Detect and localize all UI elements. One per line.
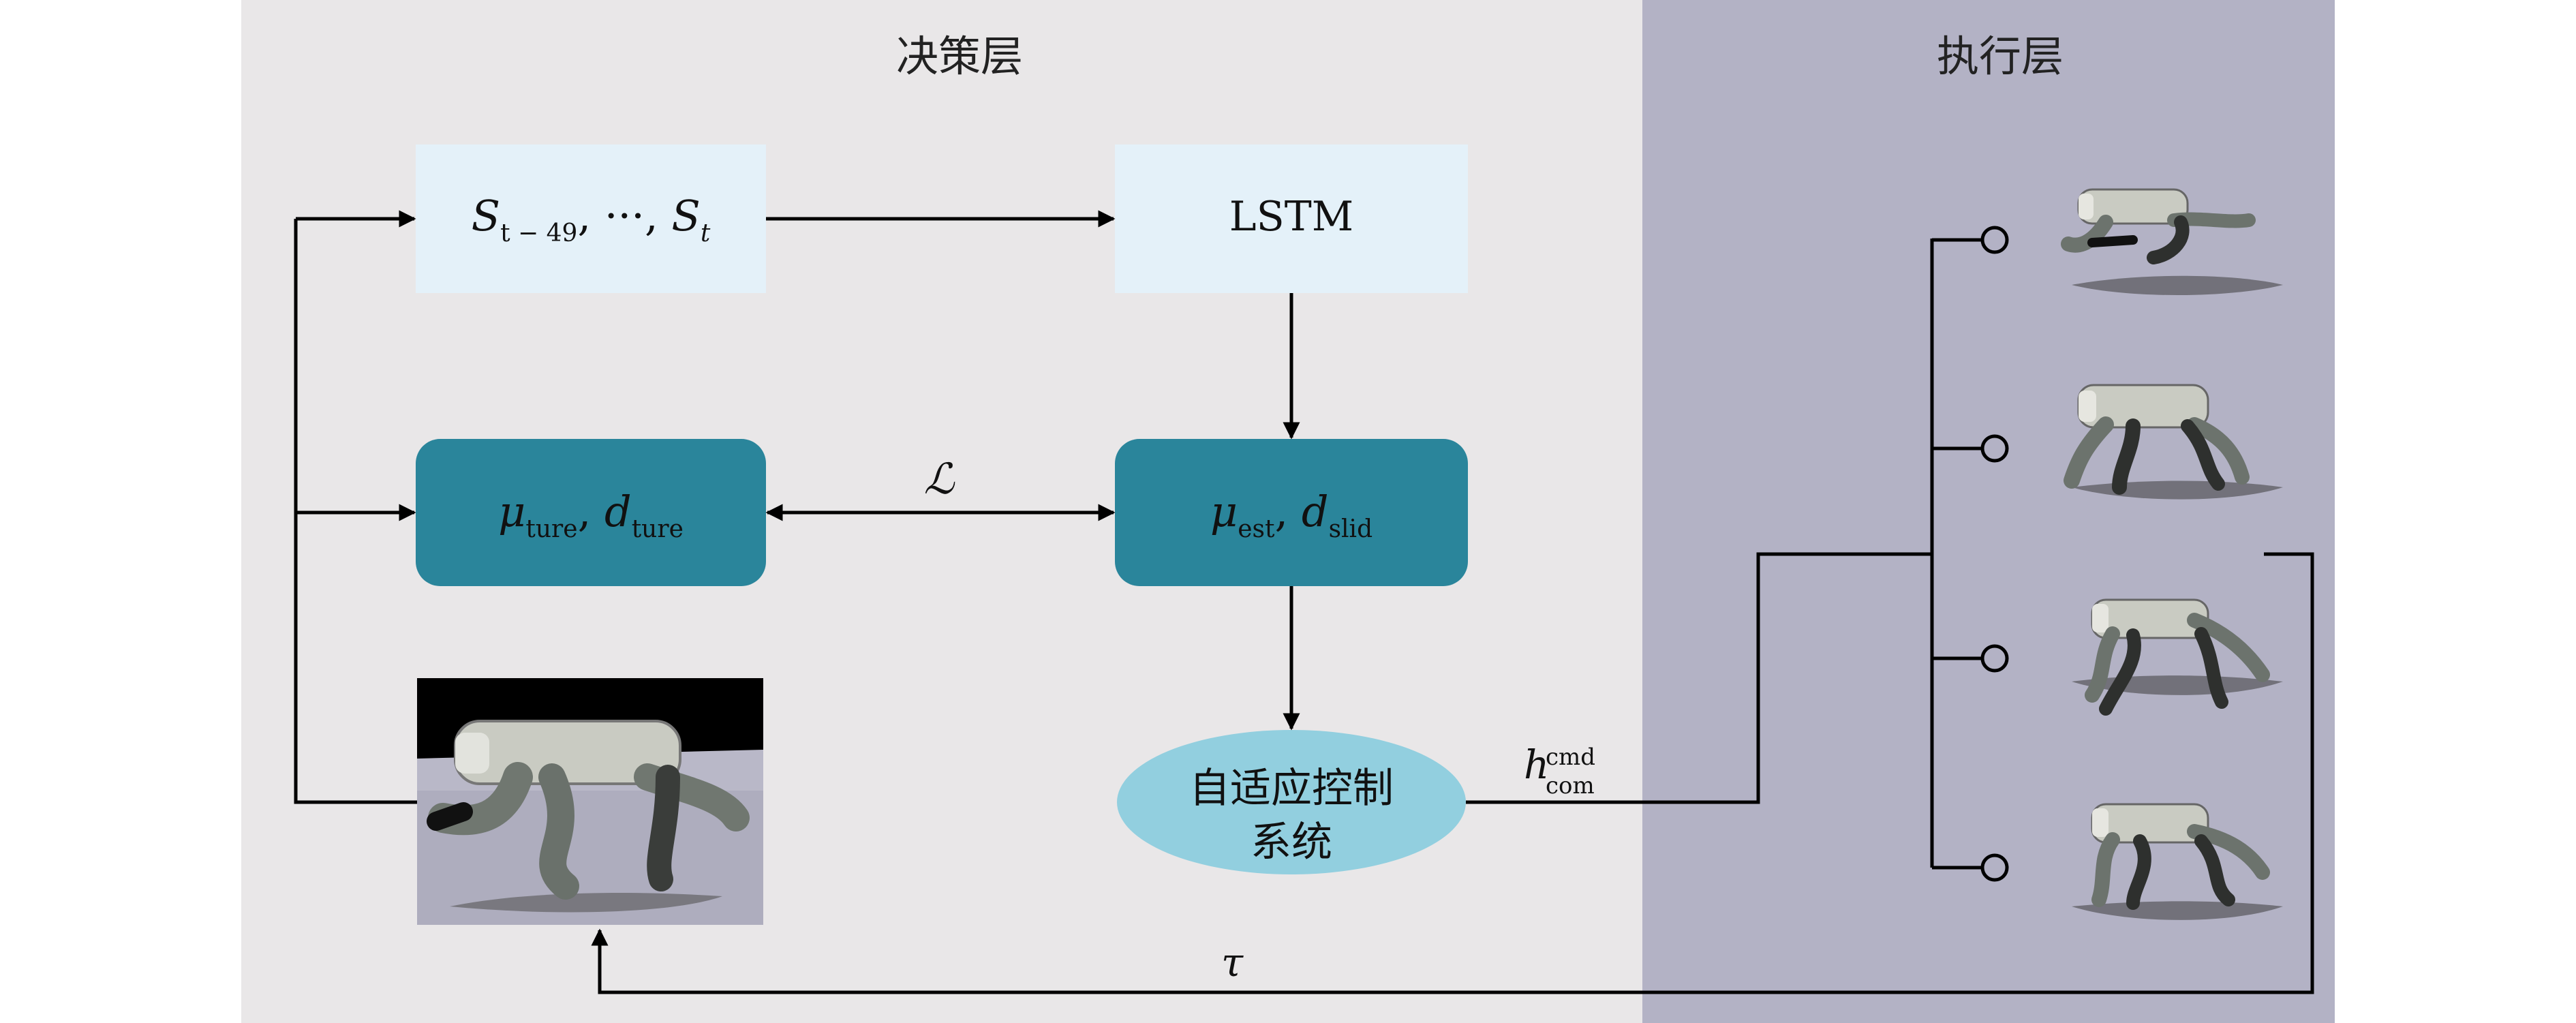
est-mu-symbol: μ <box>1210 487 1238 536</box>
robot-feedback-image <box>417 678 763 925</box>
lstm-label: LSTM <box>1229 193 1353 241</box>
state-separator: , ···, <box>577 191 671 241</box>
robot-pose-3 <box>2072 598 2283 716</box>
state-start-subscript: t − 49 <box>500 219 577 247</box>
true-comma: , <box>578 487 604 536</box>
decision-layer-title: 决策层 <box>896 31 1023 81</box>
state-sequence-node: St − 49, ···, St <box>416 144 766 293</box>
svg-text:μest, dslid: μest, dslid <box>1210 487 1373 543</box>
terminal-circle-2 <box>1980 434 2009 463</box>
state-start-symbol: S <box>472 191 500 241</box>
est-d-subscript: slid <box>1329 515 1373 543</box>
adaptive-control-line2: 系统 <box>1251 819 1332 866</box>
true-d-subscript: ture <box>632 515 684 543</box>
robot-pose-2 <box>2064 384 2283 500</box>
svg-text:St − 49, ···, St: St − 49, ···, St <box>472 191 711 247</box>
edge-control-to-execution <box>1466 552 1932 804</box>
lstm-node: LSTM <box>1115 144 1468 293</box>
adaptive-control-node: 自适应控制 系统 <box>1117 730 1466 874</box>
robot-pose-4 <box>2072 803 2283 920</box>
true-mu-subscript: ture <box>525 515 577 543</box>
edge-tau-feedback <box>591 552 2314 994</box>
connectors <box>294 210 2314 994</box>
adaptive-control-line1: 自适应控制 <box>1189 765 1394 812</box>
state-end-subscript: t <box>701 219 711 247</box>
execution-layer-region <box>1642 0 2335 1023</box>
svg-text:μture, dture: μture, dture <box>498 487 684 543</box>
state-end-symbol: S <box>671 191 700 241</box>
true-mu-symbol: μ <box>498 487 525 536</box>
robot-pose-1 <box>2061 188 2283 295</box>
execution-terminals <box>1980 226 2009 882</box>
h-command-superscript: cmd <box>1546 744 1595 771</box>
est-mu-subscript: est <box>1238 515 1275 543</box>
est-comma: , <box>1274 487 1301 536</box>
terminal-circle-1 <box>1980 226 2009 254</box>
loss-label: ℒ <box>924 454 955 504</box>
terminal-circle-3 <box>1980 644 2009 673</box>
estimated-params-node: μest, dslid <box>1115 439 1468 586</box>
tau-label: τ <box>1221 939 1244 986</box>
true-d-symbol: d <box>604 487 632 536</box>
terminal-circle-4 <box>1980 853 2009 882</box>
edge-robot-to-bus <box>294 219 417 804</box>
true-params-node: μture, dture <box>416 439 766 586</box>
h-command-subscript: com <box>1546 772 1595 799</box>
execution-layer-title: 执行层 <box>1937 31 2064 81</box>
svg-text:h: h <box>1524 742 1549 788</box>
h-command-symbol: h <box>1524 742 1549 788</box>
est-d-symbol: d <box>1302 487 1329 536</box>
